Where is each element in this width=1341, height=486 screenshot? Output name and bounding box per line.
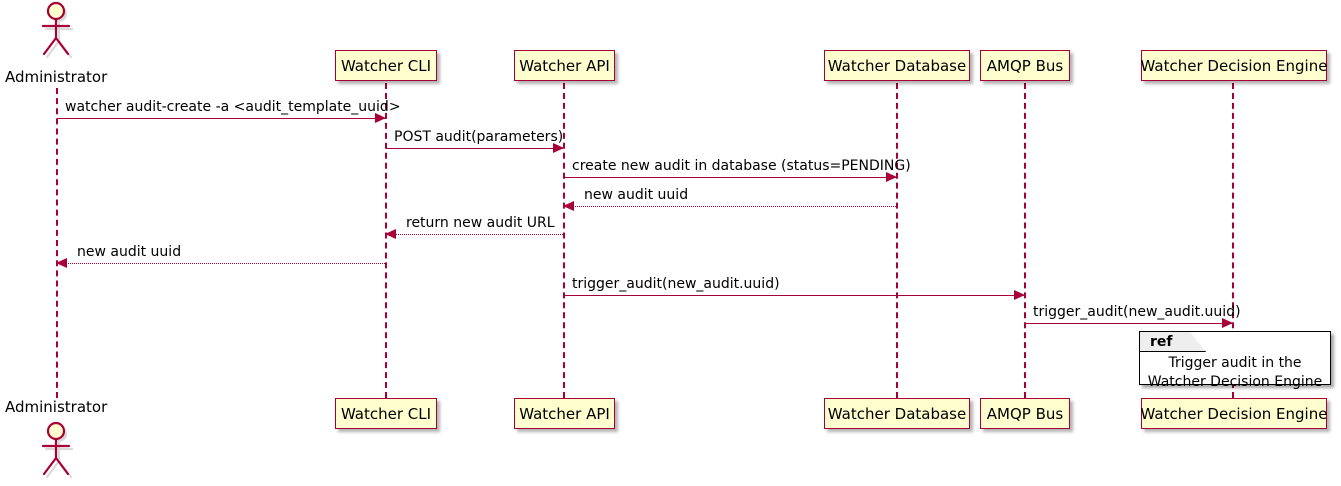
- message-line: [564, 206, 896, 207]
- message-line: [386, 148, 563, 149]
- participant-label: Watcher Decision Engine: [1140, 404, 1328, 423]
- message-line: [57, 118, 385, 119]
- participant-watcher-database-bottom[interactable]: Watcher Database: [824, 398, 970, 429]
- actor-administrator-bottom[interactable]: [35, 421, 81, 479]
- participant-label: Watcher Decision Engine: [1140, 56, 1328, 75]
- lifeline-watcher-database: [896, 83, 898, 398]
- participant-watcher-cli-top[interactable]: Watcher CLI: [335, 50, 437, 81]
- message-label: trigger_audit(new_audit.uuid): [1033, 304, 1241, 320]
- ref-fragment-operator: ref: [1150, 334, 1173, 350]
- message-line: [564, 177, 896, 178]
- participant-watcher-api-top[interactable]: Watcher API: [514, 50, 615, 81]
- message-label: create new audit in database (status=PEN…: [572, 158, 911, 174]
- participant-label: Watcher Database: [827, 56, 967, 75]
- arrowhead-left-icon: [56, 258, 67, 268]
- participant-watcher-cli-bottom[interactable]: Watcher CLI: [335, 398, 437, 429]
- arrowhead-right-icon: [1014, 290, 1025, 300]
- participant-label: Watcher API: [519, 404, 610, 423]
- message-label: trigger_audit(new_audit.uuid): [572, 276, 780, 292]
- message-line: [564, 295, 1024, 296]
- ref-fragment-body: Trigger audit in the Watcher Decision En…: [1140, 354, 1330, 392]
- arrowhead-left-icon: [385, 229, 396, 239]
- lifeline-amqp-bus: [1024, 83, 1026, 398]
- ref-fragment-line-2: Watcher Decision Engine: [1147, 374, 1323, 390]
- message-line: [57, 263, 385, 264]
- message-line: [1025, 323, 1232, 324]
- participant-amqp-bus-bottom[interactable]: AMQP Bus: [980, 398, 1070, 429]
- actor-label-administrator-bottom: Administrator: [5, 398, 108, 416]
- message-label: return new audit URL: [406, 215, 555, 231]
- actor-administrator-top[interactable]: [35, 1, 81, 59]
- lifeline-watcher-cli: [385, 83, 387, 398]
- arrowhead-left-icon: [563, 201, 574, 211]
- arrowhead-right-icon: [375, 113, 386, 123]
- participant-label: Watcher Database: [827, 404, 967, 423]
- message-label: new audit uuid: [77, 244, 182, 260]
- participant-label: AMQP Bus: [986, 404, 1064, 423]
- participant-watcher-decision-engine-top[interactable]: Watcher Decision Engine: [1141, 50, 1327, 81]
- ref-fragment[interactable]: ref Trigger audit in the Watcher Decisio…: [1139, 331, 1331, 390]
- arrowhead-right-icon: [886, 172, 897, 182]
- lifeline-watcher-api: [563, 83, 565, 398]
- message-line: [386, 234, 563, 235]
- participant-label: Watcher API: [519, 56, 610, 75]
- participant-watcher-decision-engine-bottom[interactable]: Watcher Decision Engine: [1141, 398, 1327, 429]
- participant-label: Watcher CLI: [340, 404, 432, 423]
- message-label: new audit uuid: [584, 187, 689, 203]
- ref-fragment-line-1: Trigger audit in the: [1168, 355, 1302, 371]
- arrowhead-right-icon: [553, 143, 564, 153]
- participant-watcher-api-bottom[interactable]: Watcher API: [514, 398, 615, 429]
- arrowhead-right-icon: [1222, 318, 1233, 328]
- participant-watcher-database-top[interactable]: Watcher Database: [824, 50, 970, 81]
- participant-label: AMQP Bus: [986, 56, 1064, 75]
- participant-amqp-bus-top[interactable]: AMQP Bus: [980, 50, 1070, 81]
- lifeline-watcher-decision-engine: [1232, 83, 1234, 398]
- lifeline-administrator: [56, 88, 58, 398]
- actor-label-administrator-top: Administrator: [5, 68, 108, 86]
- message-label: POST audit(parameters): [394, 129, 564, 145]
- participant-label: Watcher CLI: [340, 56, 432, 75]
- message-label: watcher audit-create -a <audit_template_…: [65, 99, 401, 115]
